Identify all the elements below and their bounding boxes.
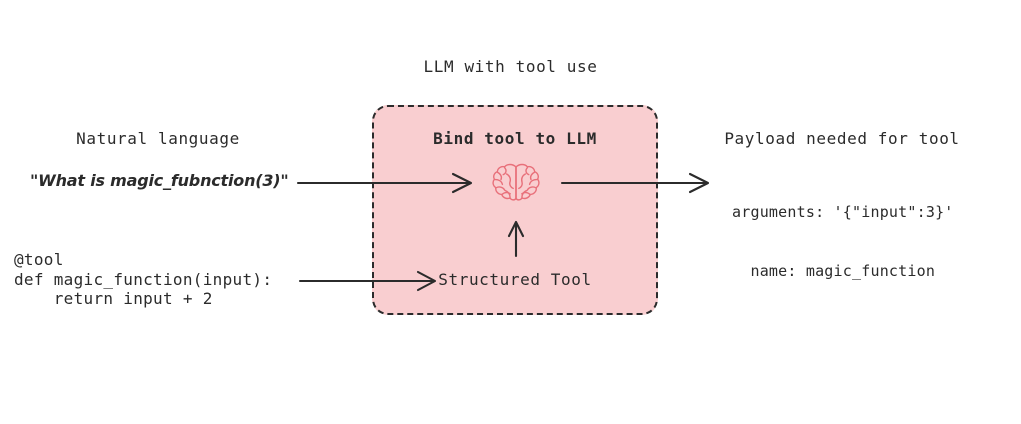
payload-name-line: name: magic_function [732,261,936,280]
brain-icon [490,160,542,206]
tool-code-block: @tool def magic_function(input): return … [14,250,273,309]
diagram-title: LLM with tool use [423,57,598,76]
structured-tool-label: Structured Tool [438,270,592,289]
payload-body: arguments: '{"input":3}' name: magic_fun… [732,164,954,320]
user-query-text: "What is magic_fubnction(3)" [30,171,289,190]
natural-language-heading: Natural language [76,129,240,148]
bind-tool-to-llm-label: Bind tool to LLM [433,129,597,148]
payload-arguments-line: arguments: '{"input":3}' [732,203,954,221]
payload-heading: Payload needed for tool [724,129,960,148]
